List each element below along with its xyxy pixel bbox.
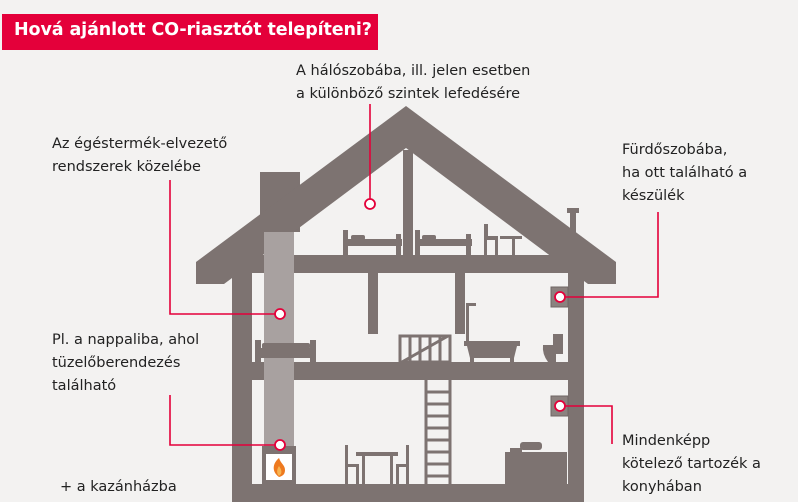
middle-floor <box>232 362 584 380</box>
interior-wall-right <box>455 270 465 334</box>
sofa-icon <box>255 340 316 362</box>
dining-table-icon <box>345 445 409 484</box>
label-bathroom-line: készülék <box>622 188 685 204</box>
leader-line-bathroom <box>560 212 659 298</box>
label-living-line: tüzelőberendezés <box>52 355 181 371</box>
vent-pipe-cap <box>567 208 579 213</box>
toilet-icon <box>542 334 563 362</box>
staircase-icon <box>398 334 452 364</box>
bathtub-icon <box>464 303 520 362</box>
roof-post <box>403 150 413 260</box>
label-bedroom-line: A hálószobába, ill. jelen esetben <box>296 63 531 79</box>
marker-living <box>274 439 286 451</box>
label-living-room: Pl. a nappaliba, ahol tüzelőberendezés t… <box>52 329 199 398</box>
label-flue-line: rendszerek közelébe <box>52 159 201 175</box>
marker-bathroom <box>554 291 566 303</box>
attic-floor <box>232 255 584 273</box>
label-bedroom: A hálószobába, ill. jelen esetben a külö… <box>296 60 530 106</box>
stove-icon <box>505 442 567 484</box>
label-kitchen-line: kötelező tartozék a <box>622 456 761 472</box>
label-boiler-room: + a kazánházba <box>60 479 177 495</box>
bed-icon <box>343 230 402 255</box>
label-flue-line: Az égéstermék-elvezető <box>52 136 228 152</box>
interior-wall-left <box>368 270 378 334</box>
title-banner: Hová ajánlott CO-riasztót telepíteni? <box>2 14 378 50</box>
location-markers <box>274 198 566 451</box>
leader-line-flue <box>169 180 280 315</box>
page-title: Hová ajánlott CO-riasztót telepíteni? <box>14 20 372 40</box>
desk-chair-icon <box>484 224 522 255</box>
bed-icon <box>415 230 472 255</box>
label-living-line: Pl. a nappaliba, ahol <box>52 332 200 348</box>
label-bathroom-line: ha ott található a <box>622 165 748 181</box>
ground-floor <box>232 484 584 502</box>
leader-line-living <box>169 395 280 446</box>
label-bathroom-line: Fürdőszobába, <box>622 142 728 158</box>
marker-bedroom <box>364 198 376 210</box>
label-flue: Az égéstermék-elvezető rendszerek közelé… <box>52 133 227 179</box>
fireplace-icon <box>262 446 296 484</box>
label-kitchen: Mindenképp kötelező tartozék a konyhában <box>622 430 761 499</box>
marker-flue <box>274 308 286 320</box>
label-kitchen-line: Mindenképp <box>622 433 711 449</box>
leader-lines <box>169 104 659 446</box>
marker-kitchen <box>554 400 566 412</box>
label-bathroom: Fürdőszobába, ha ott található a készülé… <box>622 139 747 208</box>
leader-line-kitchen <box>560 405 613 444</box>
vent-pipe <box>570 210 576 250</box>
label-kitchen-line: konyhában <box>622 479 702 495</box>
label-living-line: található <box>52 378 117 394</box>
ladder-staircase <box>424 380 452 484</box>
label-bedroom-line: a különböző szintek lefedésére <box>296 86 521 102</box>
